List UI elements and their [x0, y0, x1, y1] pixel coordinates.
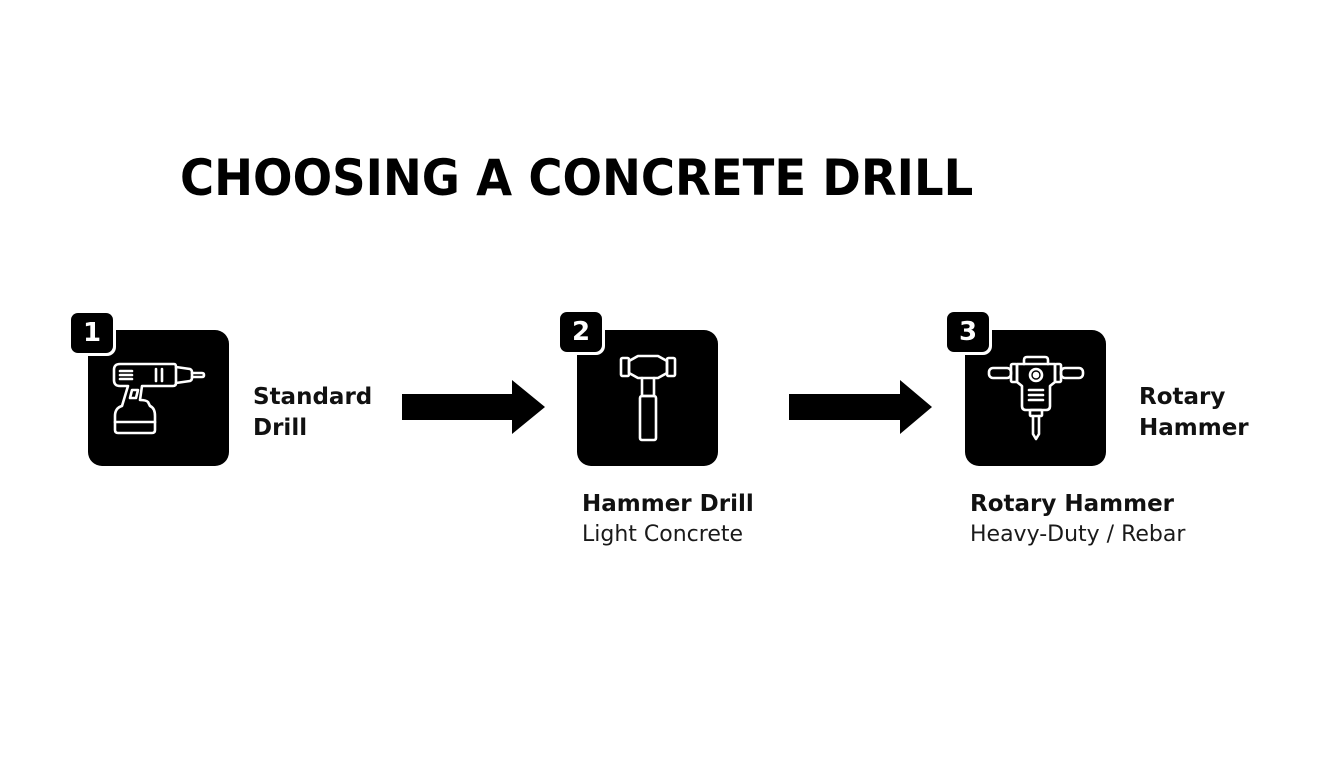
step-1-number-badge: 1: [71, 313, 113, 353]
step-3-title: Rotary Hammer: [970, 491, 1175, 517]
step-3-label-line1: Rotary: [1139, 384, 1226, 410]
arrow-right-icon: [402, 380, 545, 434]
cordless-drill-icon: [112, 362, 206, 435]
step-3-subtitle: Heavy-Duty / Rebar: [970, 522, 1186, 547]
step-1-label-line2: Drill: [253, 415, 308, 441]
step-3-label-line2: Hammer: [1139, 415, 1249, 441]
step-1-label: Standard Drill: [253, 382, 372, 444]
arrow-right-icon: [789, 380, 932, 434]
step-2-number-badge: 2: [560, 312, 602, 352]
page-title: CHOOSING A CONCRETE DRILL: [180, 149, 974, 207]
step-3-label: Rotary Hammer: [1139, 382, 1249, 444]
step-3-number-badge: 3: [947, 312, 989, 352]
step-2-subtitle: Light Concrete: [582, 522, 744, 547]
step-2-title: Hammer Drill: [582, 491, 754, 517]
rotary-hammer-icon: [987, 355, 1085, 441]
step-1-label-line1: Standard: [253, 384, 373, 410]
hammer-icon: [619, 354, 677, 442]
